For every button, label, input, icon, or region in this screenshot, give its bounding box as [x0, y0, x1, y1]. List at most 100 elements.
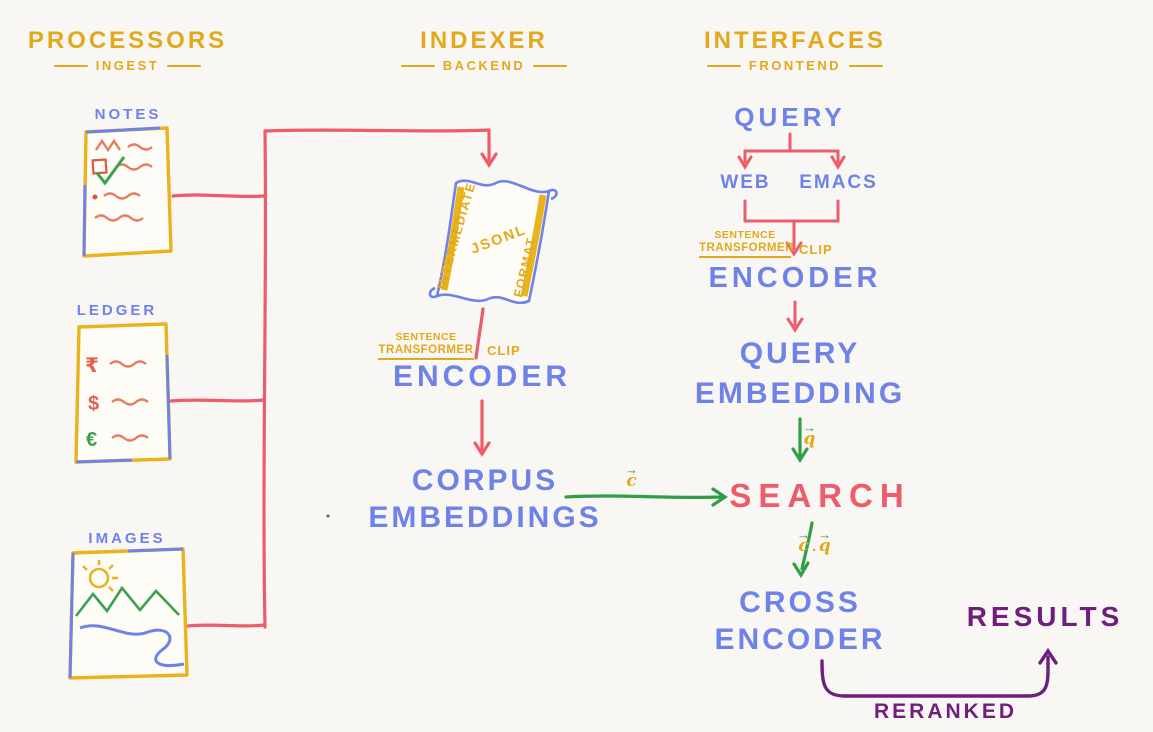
subtitle-dash — [706, 64, 741, 67]
notes-card — [82, 126, 173, 258]
processors-subtitle-text: INGEST — [95, 58, 160, 73]
subtitle-dash — [533, 64, 568, 67]
search-to-cross-arrowhead — [792, 561, 810, 579]
note-scribble-icon — [103, 192, 141, 200]
vector-arrow-icon: → — [797, 527, 810, 542]
processors-column-title: PROCESSORS — [27, 27, 228, 54]
interfaces-clip-label: CLIP — [799, 242, 833, 257]
dot-product-c-letter: c — [798, 536, 809, 556]
indexer-encoder-label: ENCODER — [392, 360, 571, 393]
interfaces-encoder-label: ENCODER — [708, 262, 882, 294]
mountains-icon — [74, 585, 180, 617]
indexer-input-arrowhead — [480, 152, 498, 168]
checkbox-icon — [91, 158, 108, 175]
scroll-outline — [435, 179, 551, 304]
dot-product-q: → q — [818, 527, 832, 556]
vector-arrow-icon: → — [625, 462, 638, 477]
images-card — [68, 547, 189, 680]
images-card-accent-left — [68, 552, 75, 679]
search-label: SEARCH — [729, 477, 911, 514]
interfaces-model-label: SENTENCE TRANSFORMER — [699, 229, 793, 259]
sentence-label: SENTENCE — [395, 331, 457, 343]
encoder-to-corpus-arrowhead — [473, 441, 491, 457]
qembed-to-search-arrowhead — [791, 447, 809, 463]
results-arrowhead — [1038, 647, 1058, 665]
transformer-label: TRANSFORMER — [378, 344, 474, 361]
cross-encoder-line1: CROSS — [739, 586, 861, 619]
query-to-web-arrowhead — [737, 155, 753, 170]
merge-to-encoder-arrowhead — [785, 241, 803, 257]
results-label: RESULTS — [966, 601, 1124, 632]
scroll-to-encoder-line — [474, 307, 485, 360]
ledger-card-accent-right — [165, 354, 172, 460]
interfaces-subtitle-text: FRONTEND — [748, 58, 842, 73]
dot-product-dot: . — [812, 538, 817, 555]
ledger-scribble-icon — [109, 360, 147, 368]
checkmark-icon — [95, 156, 126, 186]
subtitle-dash — [53, 64, 88, 67]
cross-to-results-line — [820, 655, 1050, 698]
corpus-vector-label: → c — [625, 462, 638, 491]
notes-card-label: NOTES — [94, 106, 162, 123]
notes-to-trunk-line — [171, 193, 266, 199]
sun-icon — [82, 560, 118, 592]
dot-product-q-letter: q — [818, 536, 831, 556]
bullet-dot-icon — [92, 194, 98, 200]
subtitle-dash — [400, 64, 435, 67]
query-embedding-label: QUERY EMBEDDING — [678, 334, 922, 414]
query-embedding-line2: EMBEDDING — [694, 377, 906, 410]
ledger-card-label: LEDGER — [76, 302, 158, 319]
indexer-subtitle-text: BACKEND — [442, 58, 526, 73]
corpus-to-search-line — [564, 494, 724, 500]
indexer-column-title: INDEXER — [420, 27, 548, 54]
search-to-cross-line — [800, 521, 814, 571]
query-connectors — [737, 132, 846, 333]
query-vector-label: → q — [803, 421, 816, 449]
query-embedding-line1: QUERY — [739, 337, 861, 370]
web-client-label: WEB — [720, 172, 771, 193]
dot-product-c: → c — [797, 527, 810, 556]
dot-product-label: → c . → q — [797, 527, 832, 556]
search-connectors — [564, 417, 814, 579]
images-card-accent-top — [127, 547, 184, 553]
images-card-border — [68, 547, 189, 680]
ingest-connectors — [169, 128, 498, 629]
corpus-vector-letter: c — [626, 471, 637, 491]
stray-dot — [326, 514, 330, 518]
ledger-card-accent-bottom — [75, 458, 133, 464]
notes-card-accent-top — [85, 126, 161, 134]
vector-arrow-icon: → — [818, 527, 832, 542]
reranked-label: RERANKED — [873, 700, 1017, 723]
encoder-to-qembed-arrowhead — [786, 317, 804, 333]
rerank-connector — [820, 647, 1058, 698]
ledger-scribble-icon — [111, 434, 149, 442]
transformer-label: TRANSFORMER — [699, 242, 793, 259]
query-vector-letter: q — [803, 429, 816, 449]
scroll-curl-top — [548, 188, 558, 201]
ledger-card: ₹ $ € — [74, 322, 172, 464]
scroll-curl-bottom — [428, 286, 438, 299]
corpus-embeddings-label: CORPUS EMBEDDINGS — [365, 462, 605, 536]
indexer-column-subtitle: BACKEND — [384, 58, 584, 73]
corpus-to-search-arrowhead — [711, 487, 728, 507]
note-scribble-icon — [127, 143, 153, 151]
cross-encoder-label: CROSS ENCODER — [690, 584, 910, 658]
ingest-trunk-line — [262, 129, 268, 629]
ledger-to-trunk-line — [169, 398, 266, 403]
cross-encoder-line2: ENCODER — [714, 623, 886, 656]
images-to-trunk-line — [186, 623, 266, 628]
note-scribble-icon — [115, 163, 153, 171]
interfaces-column-title: INTERFACES — [703, 27, 886, 54]
indexer-clip-label: CLIP — [487, 343, 521, 358]
subtitle-dash — [167, 64, 202, 67]
scroll-band-left — [440, 186, 465, 291]
ledger-scribble-icon — [111, 398, 149, 406]
subtitle-dash — [849, 64, 884, 67]
scroll-band-right — [520, 194, 547, 297]
sentence-label: SENTENCE — [714, 229, 776, 241]
note-scribble-icon — [95, 138, 121, 153]
query-label: QUERY — [734, 102, 846, 132]
trunk-to-indexer-line — [263, 128, 491, 133]
